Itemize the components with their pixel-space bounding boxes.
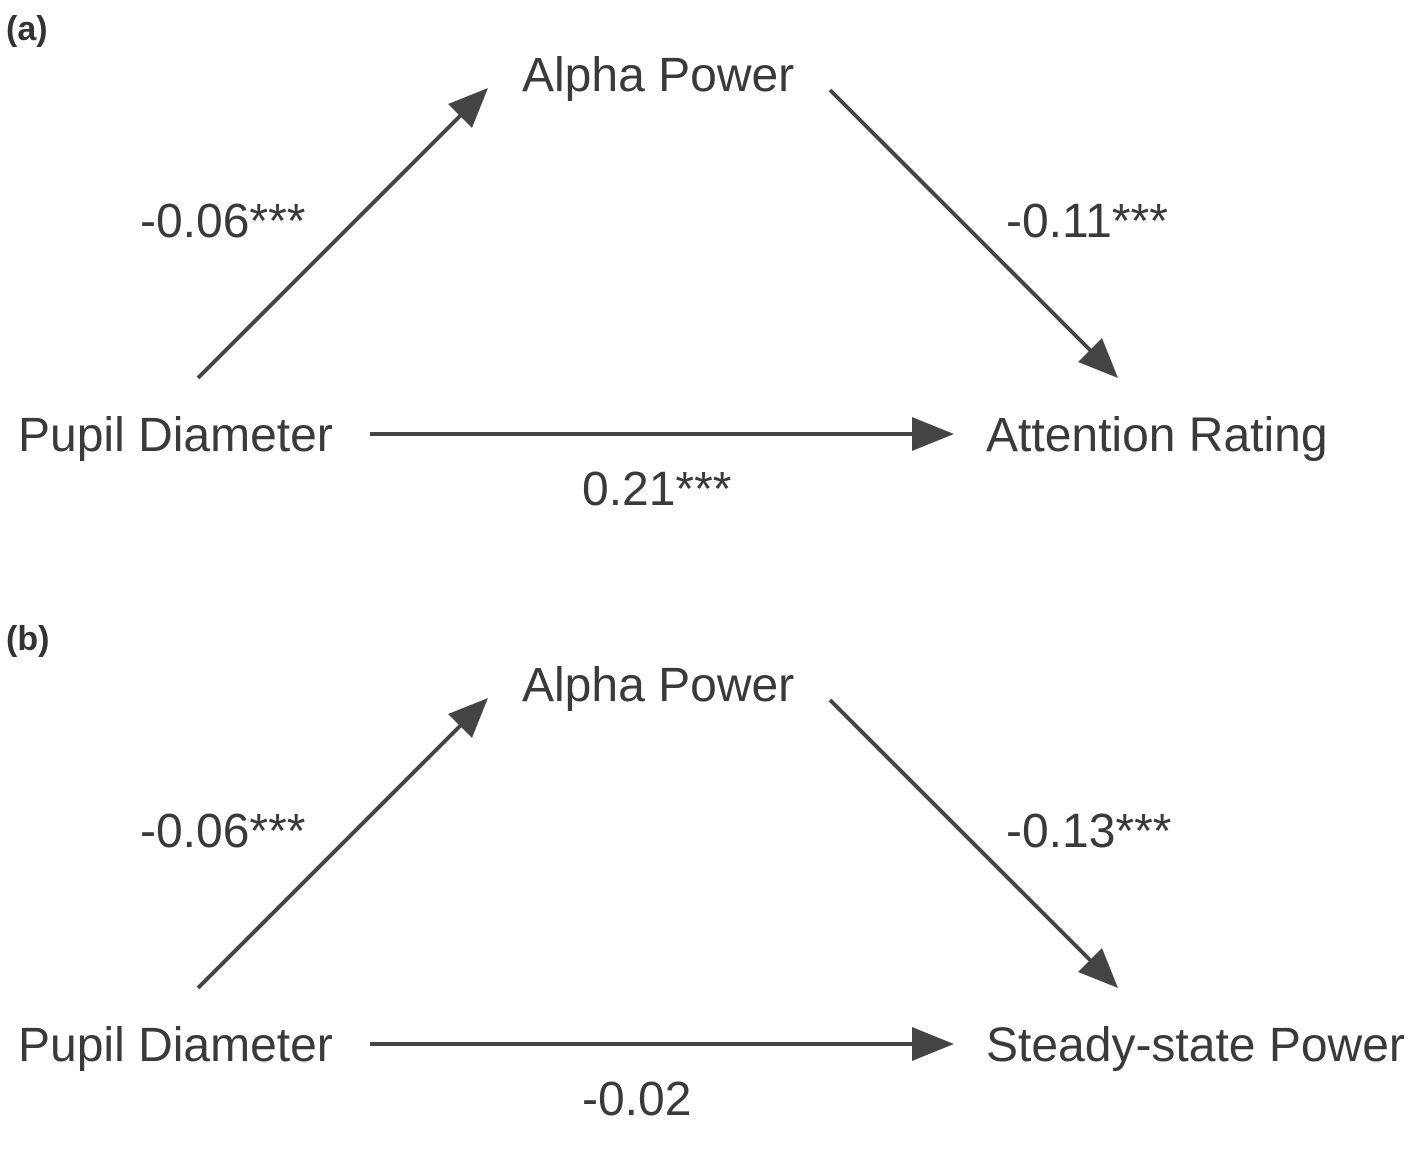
panel-label: (a) bbox=[6, 10, 48, 48]
arrow-pupil-to-outcome bbox=[370, 417, 954, 451]
coef-pupil-outcome: -0.02 bbox=[582, 1073, 692, 1126]
arrow-alpha-to-outcome bbox=[828, 88, 1118, 378]
arrow-pupil-to-alpha bbox=[196, 88, 488, 380]
node-alpha-power: Alpha Power bbox=[522, 659, 795, 712]
node-steady-state-power: Steady-state Power bbox=[986, 1019, 1405, 1072]
mediation-diagram-a: (a) Alpha Power Pupil Diameter Attention… bbox=[0, 0, 1421, 560]
node-pupil-diameter: Pupil Diameter bbox=[18, 1019, 333, 1072]
arrows-b bbox=[196, 698, 1118, 1061]
coef-alpha-outcome: -0.13*** bbox=[1006, 805, 1172, 858]
arrow-alpha-to-outcome bbox=[828, 698, 1118, 988]
arrow-pupil-to-alpha bbox=[196, 698, 488, 990]
coef-alpha-outcome: -0.11*** bbox=[1006, 195, 1168, 248]
arrow-pupil-to-outcome bbox=[370, 1027, 954, 1061]
arrows-a bbox=[196, 88, 1118, 451]
mediation-diagram-b: (b) Alpha Power Pupil Diameter Steady-st… bbox=[0, 610, 1421, 1170]
node-attention-rating: Attention Rating bbox=[986, 409, 1328, 462]
coef-pupil-outcome: 0.21*** bbox=[582, 463, 732, 516]
node-alpha-power: Alpha Power bbox=[522, 49, 795, 102]
coef-pupil-alpha: -0.06*** bbox=[140, 195, 306, 248]
coef-pupil-alpha: -0.06*** bbox=[140, 805, 306, 858]
panel-label: (b) bbox=[6, 620, 50, 658]
node-pupil-diameter: Pupil Diameter bbox=[18, 409, 333, 462]
